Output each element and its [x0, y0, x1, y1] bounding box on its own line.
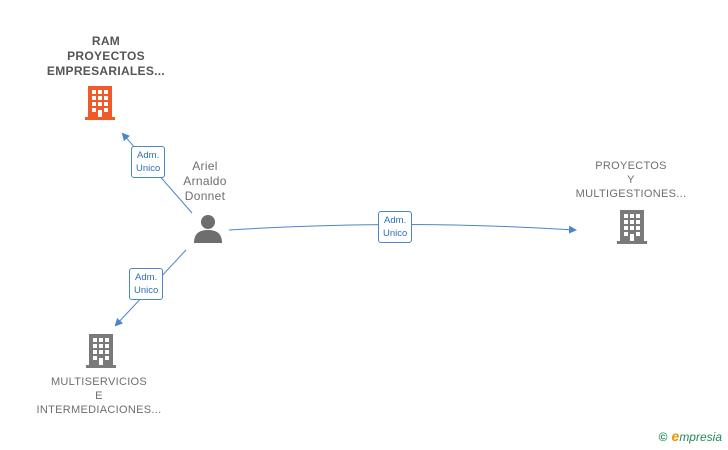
node-label-multiservicios[interactable]: MULTISERVICIOS E INTERMEDIACIONES...: [36, 376, 162, 416]
building-icon[interactable]: [85, 333, 117, 369]
copyright-footer: ©empresia: [659, 428, 722, 444]
edge-label-to-ram[interactable]: Adm. Unico: [131, 146, 166, 178]
copyright-icon: ©: [658, 430, 668, 444]
edge-label-to-proyectos[interactable]: Adm. Unico: [378, 211, 413, 243]
building-icon[interactable]: [84, 85, 116, 121]
brand-name: mpresia: [679, 430, 722, 444]
building-icon[interactable]: [616, 209, 648, 245]
node-label-ram[interactable]: RAM PROYECTOS EMPRESARIALES...: [46, 34, 166, 78]
node-label-person[interactable]: Ariel Arnaldo Donnet: [183, 159, 227, 203]
brand-logo-e: e: [671, 428, 680, 444]
edge-label-to-multiservicios[interactable]: Adm. Unico: [129, 268, 164, 300]
person-icon[interactable]: [193, 214, 223, 244]
node-label-proyectos[interactable]: PROYECTOS Y MULTIGESTIONES...: [575, 160, 687, 200]
